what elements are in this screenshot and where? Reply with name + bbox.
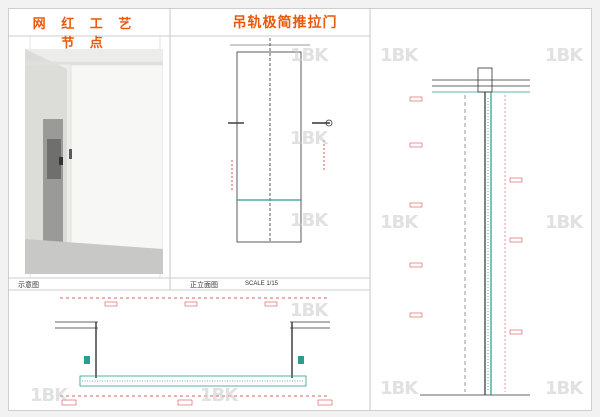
watermark: 1BK — [30, 385, 68, 406]
watermark: 1BK — [290, 300, 328, 321]
photo-caption: 示意图 — [18, 282, 39, 289]
reference-photo — [25, 49, 163, 274]
watermark: 1BK — [545, 378, 583, 399]
watermark: 1BK — [545, 45, 583, 66]
watermark: 1BK — [380, 45, 418, 66]
watermark: 1BK — [290, 210, 328, 231]
plan-section-drawing — [55, 297, 333, 406]
watermark: 1BK — [380, 212, 418, 233]
annotation-marks — [104, 96, 523, 335]
watermark: 1BK — [200, 385, 238, 406]
header-left-title: 网 红 工 艺 节 点 — [32, 16, 138, 50]
elevation-caption: 正立面图 — [190, 282, 218, 289]
header-right-title: 吊轨极简推拉门 — [232, 14, 338, 30]
watermark: 1BK — [290, 45, 328, 66]
elevation-drawing — [228, 38, 333, 243]
watermark: 1BK — [290, 128, 328, 149]
watermark: 1BK — [380, 378, 418, 399]
scale-label: SCALE 1/15 — [245, 281, 279, 287]
vertical-section-drawing — [420, 67, 530, 396]
door-panel-outline — [236, 51, 302, 243]
door-photo-illustration — [25, 49, 163, 274]
watermark: 1BK — [545, 212, 583, 233]
